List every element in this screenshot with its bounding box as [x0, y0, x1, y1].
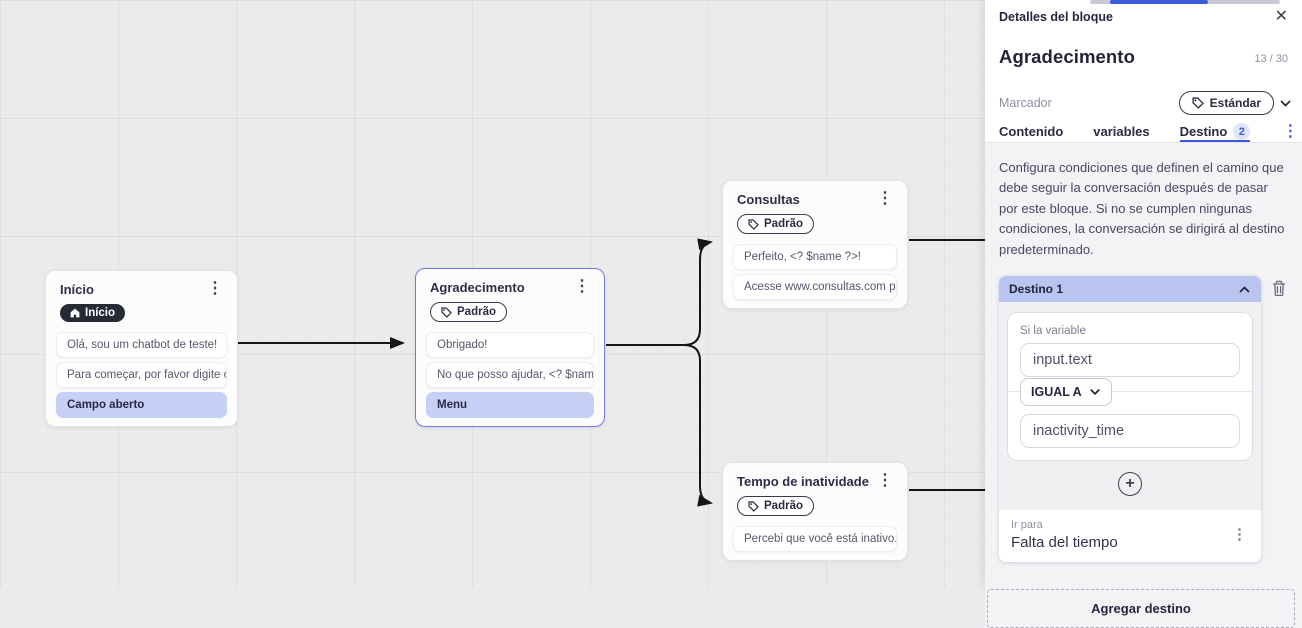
- message-item[interactable]: Acesse www.consultas.com par...: [733, 273, 897, 300]
- chevron-down-icon[interactable]: [1279, 97, 1292, 110]
- add-condition-icon[interactable]: +: [1118, 472, 1142, 497]
- destination-card: Destino 1 Si la variable IGUAL A: [999, 276, 1261, 563]
- node-title: Início: [60, 282, 94, 297]
- operator-select[interactable]: IGUAL A: [1020, 378, 1112, 407]
- condition-value-input[interactable]: [1020, 414, 1240, 449]
- node-agradecimento[interactable]: Agradecimento ⋮ Padrão Obrigado! No que …: [415, 268, 605, 427]
- condition-variable-label: Si la variable: [1020, 325, 1086, 338]
- goto-label: Ir para: [1011, 519, 1043, 532]
- node-tempo-de-inatividade[interactable]: Tempo de inatividade ⋮ Padrão Percebi qu…: [722, 462, 908, 561]
- divider: IGUAL A: [1008, 378, 1252, 407]
- chevron-up-icon[interactable]: [1238, 283, 1251, 296]
- block-name[interactable]: Agradecimento: [999, 46, 1135, 67]
- node-type-badge: Padrão: [737, 214, 814, 234]
- tabs-scrollbar-thumb[interactable]: [1110, 0, 1208, 4]
- tab-variables[interactable]: variables: [1093, 124, 1150, 139]
- condition-variable-input[interactable]: [1020, 343, 1240, 378]
- message-item[interactable]: No que posso ajudar, <? $name ...: [426, 361, 594, 388]
- tag-icon: [1192, 97, 1204, 109]
- kebab-menu-icon[interactable]: ⋮: [877, 472, 893, 489]
- block-details-panel: Detalles del bloque ✕ Agradecimento 13 /…: [985, 0, 1302, 628]
- home-icon: [70, 308, 80, 318]
- message-item[interactable]: Obrigado!: [426, 331, 594, 358]
- node-consultas[interactable]: Consultas ⋮ Padrão Perfeito, <? $name ?>…: [722, 180, 908, 309]
- tab-badge: 2: [1233, 123, 1251, 140]
- node-title: Agradecimento: [430, 280, 525, 295]
- destination-description: Configura condiciones que definen el cam…: [999, 160, 1285, 257]
- tabs-scrollbar-track[interactable]: [1090, 0, 1280, 4]
- kebab-menu-icon[interactable]: ⋮: [574, 278, 590, 295]
- tag-icon: [441, 306, 452, 318]
- tab-contenido[interactable]: Contenido: [999, 124, 1064, 139]
- tag-icon: [748, 218, 759, 230]
- kebab-menu-icon[interactable]: ⋮: [877, 190, 893, 207]
- node-type-badge: Padrão: [430, 302, 507, 322]
- message-item[interactable]: Percebi que você está inativo. C...: [733, 525, 897, 552]
- goto-value[interactable]: Falta del tiempo: [1011, 534, 1118, 552]
- trash-icon: [1272, 280, 1286, 297]
- edge-agradecimento-consultas: [606, 238, 713, 346]
- node-type-badge: Padrão: [737, 496, 814, 516]
- node-type-badge: Início: [60, 304, 126, 322]
- node-title: Consultas: [737, 192, 800, 207]
- panel-title: Detalles del bloque: [999, 10, 1113, 24]
- marker-label: Marcador: [999, 96, 1052, 110]
- destination-header[interactable]: Destino 1: [999, 276, 1261, 303]
- char-counter: 13 / 30: [1254, 53, 1288, 65]
- tab-destino[interactable]: Destino 2: [1179, 123, 1251, 142]
- tab-options-kebab-icon[interactable]: ⋮: [1282, 123, 1299, 141]
- marker-chip[interactable]: Estándar: [1178, 91, 1274, 115]
- condition-box: Si la variable IGUAL A: [1007, 312, 1253, 462]
- tag-icon: [748, 500, 759, 512]
- delete-destination-button[interactable]: [1270, 279, 1288, 298]
- add-destination-button[interactable]: Agregar destino: [987, 589, 1295, 628]
- menu-field-item[interactable]: Menu: [426, 391, 594, 418]
- chevron-down-icon: [1090, 389, 1100, 395]
- node-inicio[interactable]: Início ⋮ Início Olá, sou um chatbot de t…: [45, 270, 238, 427]
- node-title: Tempo de inatividade: [737, 474, 869, 489]
- close-icon[interactable]: ✕: [1274, 8, 1288, 25]
- message-item[interactable]: Para começar, por favor digite o ...: [56, 362, 227, 388]
- message-item[interactable]: Perfeito, <? $name ?>!: [733, 243, 897, 270]
- kebab-menu-icon[interactable]: ⋮: [207, 280, 223, 297]
- edge-agradecimento-inatividade: [606, 344, 713, 507]
- open-field-item[interactable]: Campo aberto: [56, 392, 227, 418]
- goto-kebab-icon[interactable]: ⋮: [1232, 526, 1247, 544]
- message-item[interactable]: Olá, sou um chatbot de teste!: [56, 332, 227, 358]
